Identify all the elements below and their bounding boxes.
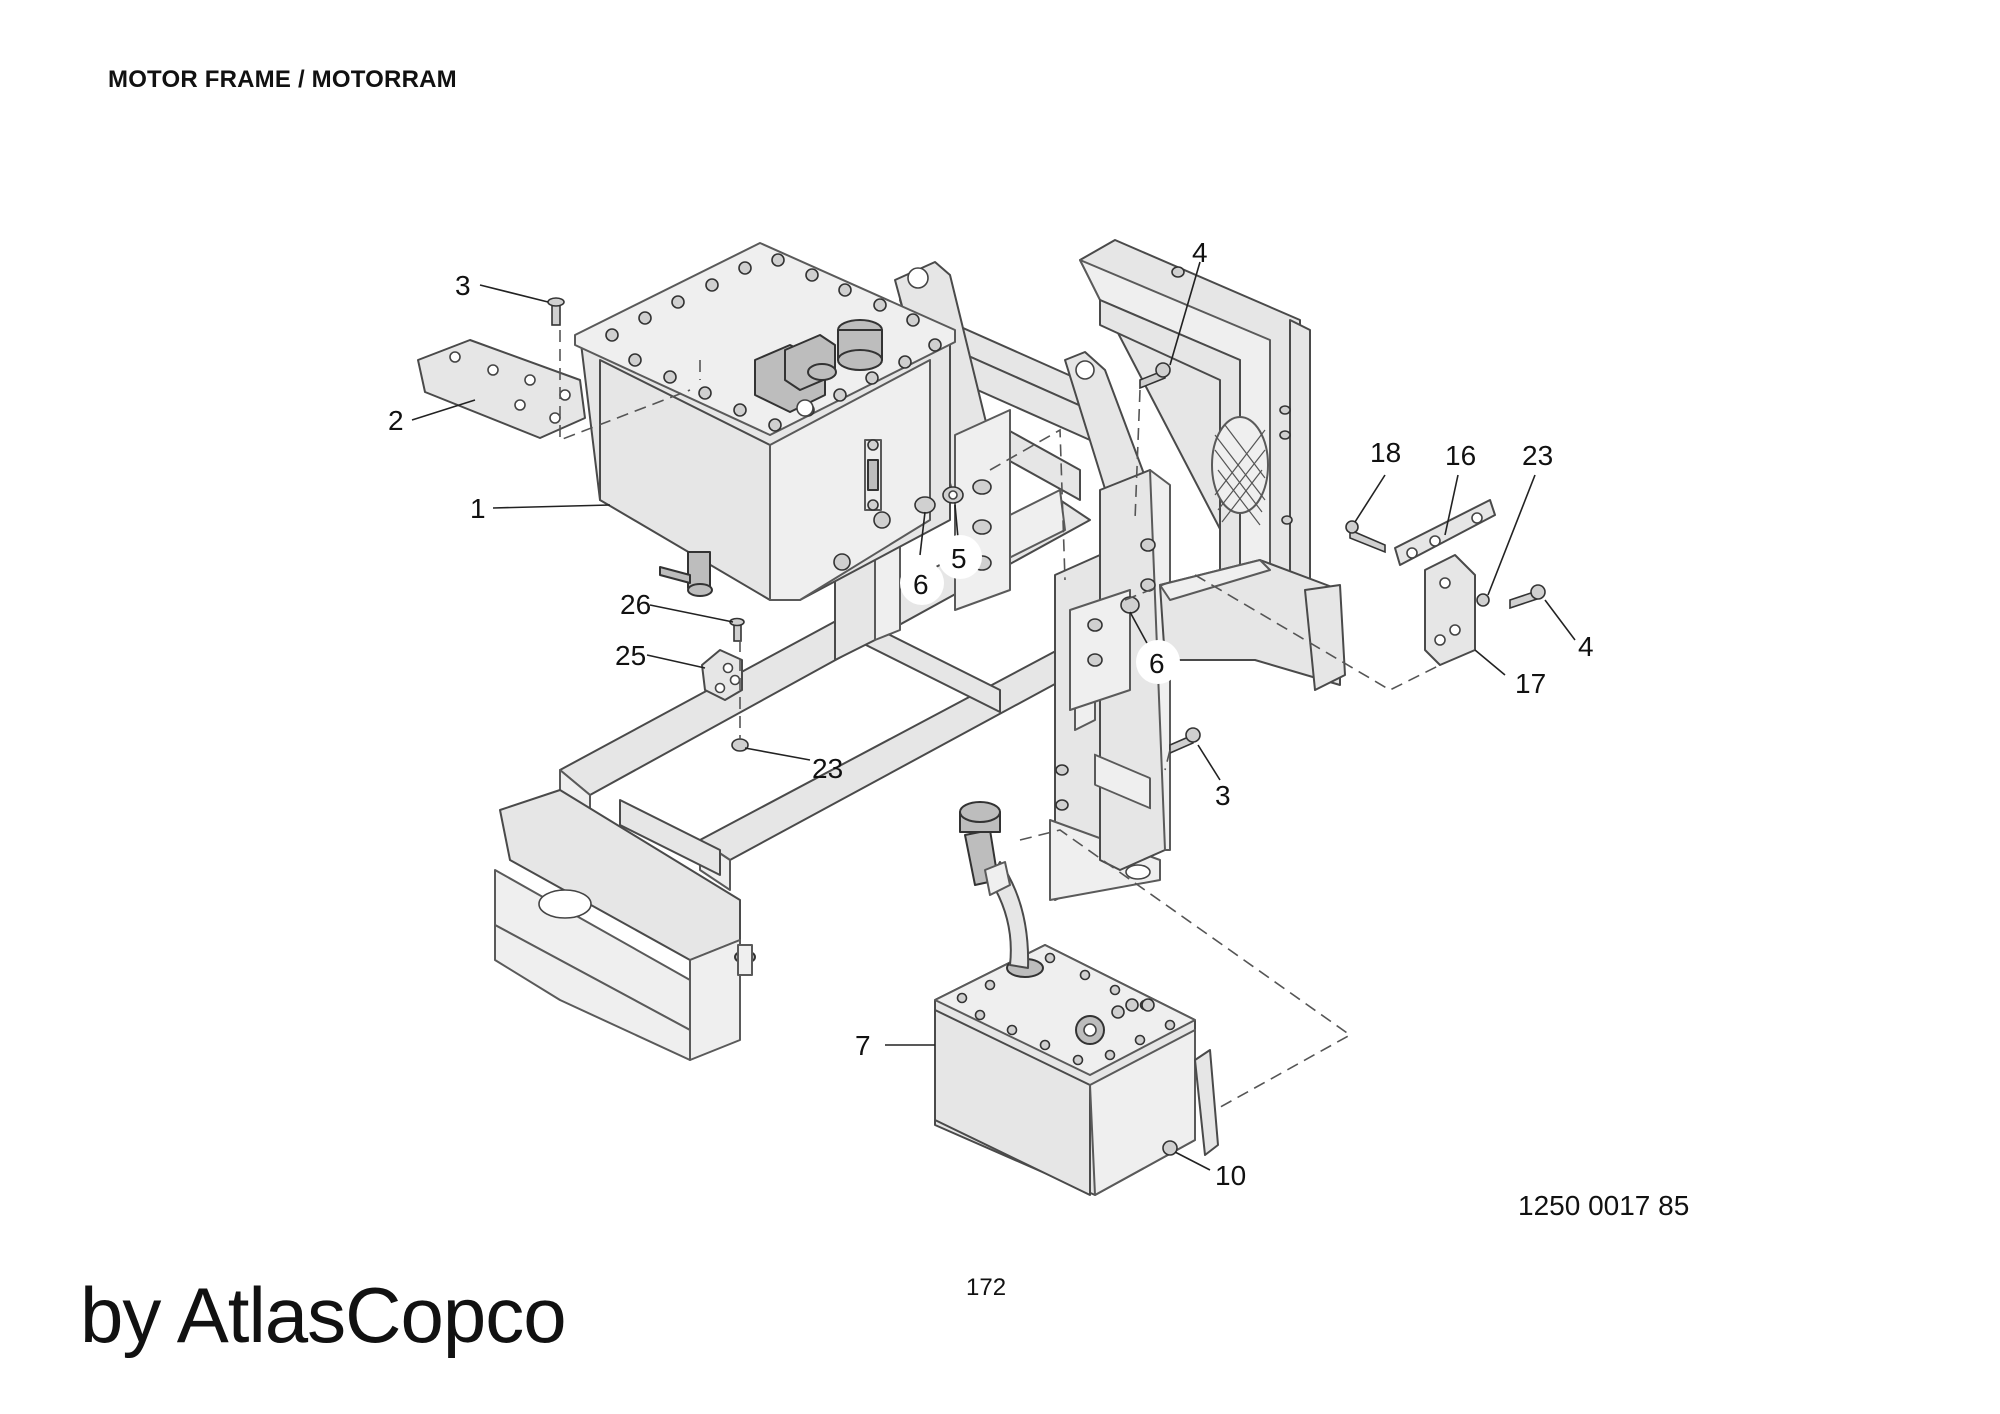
hydraulic-tank bbox=[574, 242, 956, 601]
callout-26: 26 bbox=[620, 589, 651, 620]
drawing-number: 1250 0017 85 bbox=[1518, 1190, 1690, 1221]
callout-16: 16 bbox=[1445, 440, 1476, 471]
callout-6-left: 6 bbox=[913, 569, 929, 600]
callout-4-top: 4 bbox=[1192, 237, 1208, 268]
brand-watermark: by AtlasCopco bbox=[80, 1271, 567, 1359]
assembly-dashed-lines bbox=[559, 330, 1441, 1111]
callout-17: 17 bbox=[1515, 668, 1546, 699]
callout-6-right: 6 bbox=[1149, 648, 1165, 679]
callout-3-lower: 3 bbox=[1215, 780, 1231, 811]
callout-23-left: 23 bbox=[812, 753, 843, 784]
callout-1: 1 bbox=[470, 493, 486, 524]
callout-4-right: 4 bbox=[1578, 631, 1594, 662]
left-side-fittings bbox=[547, 297, 1140, 752]
callout-23-right: 23 bbox=[1522, 440, 1553, 471]
fuel-tank bbox=[934, 801, 1219, 1196]
callout-18: 18 bbox=[1370, 437, 1401, 468]
callout-3-top: 3 bbox=[455, 270, 471, 301]
page-title: MOTOR FRAME / MOTORRAM bbox=[108, 66, 457, 93]
engine-bracket-box bbox=[1079, 239, 1346, 810]
page-number: 172 bbox=[966, 1274, 1007, 1301]
callout-2: 2 bbox=[388, 405, 404, 436]
callout-5: 5 bbox=[951, 543, 967, 574]
motor-frame bbox=[494, 419, 1211, 1061]
callout-bubbles bbox=[900, 535, 1180, 684]
callout-10: 10 bbox=[1215, 1160, 1246, 1191]
callout-labels: 1 2 3 3 4 4 5 6 6 7 10 16 17 18 23 23 25… bbox=[388, 237, 1594, 1191]
mounting-plate bbox=[417, 339, 586, 439]
leader-lines bbox=[411, 261, 1576, 1171]
callout-7: 7 bbox=[855, 1030, 871, 1061]
callout-25: 25 bbox=[615, 640, 646, 671]
